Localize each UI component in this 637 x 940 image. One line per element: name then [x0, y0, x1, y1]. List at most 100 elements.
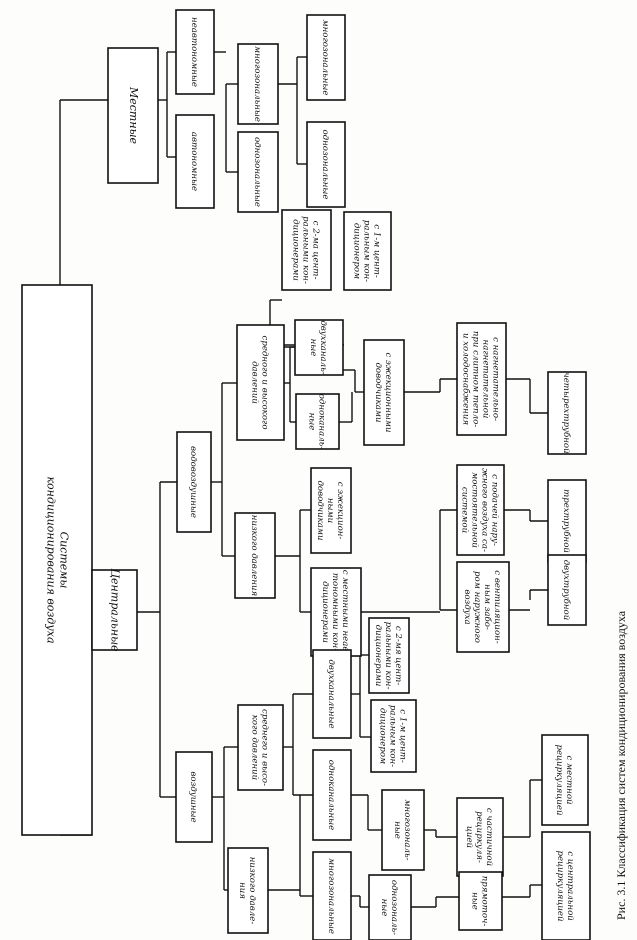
node-label: однозональ-ные: [379, 880, 399, 935]
node-label-line: с подачей нару-: [490, 474, 500, 546]
node-label-line: с вентиляцион-: [492, 570, 502, 644]
node-local: Местные: [107, 47, 159, 184]
node-label: с нагнетательно-нагнетательнойпри слитно…: [461, 331, 501, 427]
node-separate-outdoor: с подачей нару-жного воздуха са-мостояте…: [456, 464, 505, 556]
node-label-line: одноканаль-: [317, 394, 327, 450]
node-label-line: доводчиками: [373, 362, 383, 422]
node-label-line: кого давлений: [250, 715, 260, 780]
node-twochannel-wa: двухканаль-ные: [294, 319, 344, 376]
node-box: [541, 831, 591, 940]
node-local-closers: с местными неав-тономными кон-диционерам…: [310, 567, 362, 657]
node-label-line: двухканальные: [326, 659, 336, 728]
node-label-line: рециркуляцией: [554, 744, 564, 815]
node-label: низкого давления: [249, 515, 259, 597]
node-box: [456, 322, 507, 436]
node-boxes: Системыкондиционирования воздухаМестныеЦ…: [21, 9, 591, 940]
node-label-line: Центральные: [109, 568, 122, 652]
node-label-line: с центральной: [565, 851, 575, 921]
node-central: Центральные: [91, 568, 138, 652]
node-box: [312, 749, 352, 841]
node-label-line: с частичной: [484, 808, 494, 866]
node-multizone-air2: многозональ-ные: [381, 789, 425, 871]
node-label: с местными неав-тономными кон-диционерам…: [320, 570, 350, 655]
node-label-line: Местные: [127, 86, 140, 145]
node-label: однозональные: [252, 137, 262, 207]
node-box: [343, 211, 392, 291]
node-label-line: с эжекцион-: [335, 482, 345, 540]
node-label: двухканаль-ные: [308, 320, 328, 374]
node-water-air: водовоздушные: [176, 431, 212, 533]
node-autonomous: автономные: [175, 114, 215, 209]
node-box: [456, 797, 504, 877]
node-label: с центральнойрециркуляцией: [555, 850, 575, 921]
node-heat-closers: с нагнетательно-нагнетательнойпри слитно…: [456, 322, 507, 436]
node-label: многозональные: [326, 858, 336, 934]
node-box: [310, 467, 352, 554]
node-box: [547, 371, 587, 455]
node-label-line: рециркуля-: [474, 811, 484, 863]
node-label: одноканальные: [326, 760, 336, 830]
node-label-line: средного и высокого: [260, 335, 270, 429]
node-label: с вентиляцион-ным забо-ром наружноговозд…: [462, 570, 502, 644]
node-label: четырехтрубной: [561, 372, 572, 453]
node-onechannel-air: одноканальные: [312, 749, 352, 841]
node-label-line: ные: [470, 892, 480, 910]
node-label-line: многозональные: [320, 19, 330, 95]
node-ventilated: с вентиляцион-ным забо-ром наружноговозд…: [456, 561, 510, 653]
node-twopipe: двухтрубной: [547, 554, 587, 626]
node-label-line: доводчиками: [315, 480, 325, 540]
node-label-line: воздушные: [188, 771, 198, 822]
node-label-line: диционером: [378, 708, 388, 764]
node-label-line: ром наружного: [472, 571, 482, 643]
node-label-line: низкого давле-: [247, 857, 257, 925]
figure-caption: Рис. 3.1 Классификация систем кондициони…: [614, 610, 628, 920]
node-label-line: диционерами: [291, 219, 301, 281]
node-label-line: с местными неав-: [340, 570, 350, 655]
node-label-line: ные: [379, 899, 389, 917]
node-label: двухтрубной: [561, 560, 572, 621]
node-label-line: однозональные: [252, 137, 262, 207]
node-label-line: тономными кон-: [330, 573, 340, 651]
node-label-line: и холодоснабжения: [461, 333, 472, 425]
node-label: многозональные: [320, 19, 330, 95]
node-box: [175, 751, 213, 843]
node-box: [176, 431, 212, 533]
node-label-line: мостоятельной: [470, 472, 480, 548]
node-label: средного и высокогодавлений: [250, 335, 270, 429]
node-nonautonomous: неавтономные: [175, 9, 215, 95]
node-label-line: низкого давления: [249, 515, 259, 597]
node-label: с эжекционнымидоводчиками: [373, 352, 393, 432]
node-label: с 2-ма цент-ральными кон-диционерами: [291, 216, 321, 284]
node-first-central-air: с 1-м цент-ральным кон-диционером: [370, 699, 417, 773]
node-label-line: с нагнетательно-: [491, 337, 501, 421]
node-label: многозональ-ные: [392, 799, 412, 860]
node-label: с эжекцион-нымидоводчиками: [315, 480, 345, 540]
node-label-line: ные: [392, 821, 402, 839]
node-box: [236, 324, 285, 441]
node-label-line: при слитном тепло-: [471, 331, 481, 427]
node-mid-high-wa: средного и высокогодавлений: [236, 324, 285, 441]
node-box: [381, 789, 425, 871]
node-label-line: однозональные: [320, 130, 330, 200]
node-box: [295, 393, 340, 450]
node-ejection-closers2: с эжекционнымидоводчиками: [363, 339, 405, 446]
node-label-line: с 2-ма цент-: [311, 221, 321, 280]
node-label-line: среднего и высо-: [260, 709, 270, 786]
node-second-central-air: с 2-мя цент-ральными кон-диционерами: [368, 617, 410, 694]
connector-lines: [59, 51, 548, 908]
node-label: однозональные: [320, 130, 330, 200]
node-label: автономные: [189, 132, 199, 191]
node-label-line: ральным кон-: [362, 220, 372, 282]
node-multizone-local: многозональные: [237, 43, 279, 125]
node-central-recirc: с центральнойрециркуляцией: [541, 831, 591, 940]
node-label: с 2-мя цент-ральными кон-диционерами: [373, 622, 403, 690]
node-label-line: с 1-м цент-: [398, 709, 408, 763]
node-label: прямоточ-ные: [470, 876, 490, 927]
node-label-line: ральными кон-: [301, 216, 311, 284]
node-onechannel-wa: одноканаль-ные: [295, 393, 340, 450]
node-label-line: однозональ-: [389, 880, 399, 935]
node-low-air: низкого давле-ния: [227, 847, 269, 934]
node-label-line: нагнетательной: [481, 340, 491, 419]
node-label-line: воздуха: [462, 589, 472, 624]
node-label: низкого давле-ния: [237, 857, 257, 925]
